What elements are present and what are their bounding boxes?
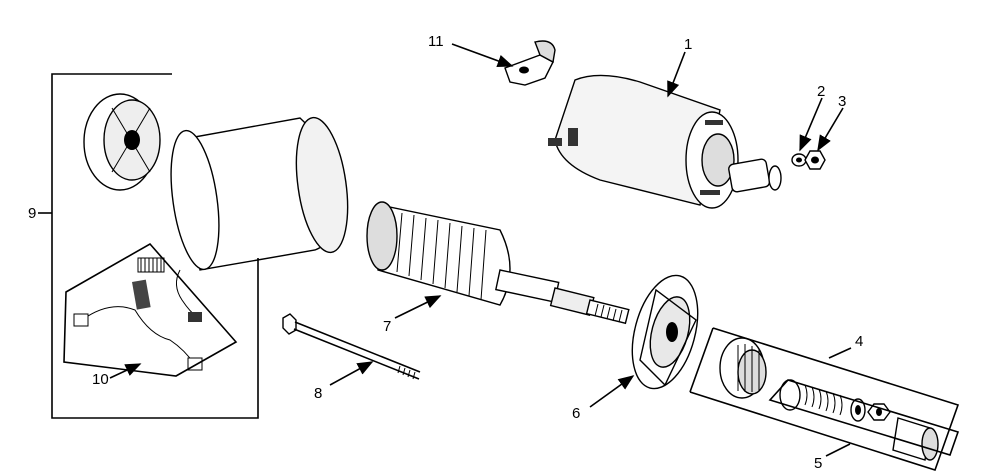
drive-end-plate-part [631,274,699,390]
hex-nut-part [804,150,826,170]
callout-2: 2 [817,83,825,100]
starter-housing-assembly-part [548,74,782,209]
brush-assembly-part [73,257,203,371]
leader-7 [394,295,442,319]
drive-pinion-gear-part [719,337,767,399]
callout-3: 3 [838,93,846,110]
through-bolt-part [282,313,421,380]
leader-10 [109,363,142,379]
leader-5 [825,443,851,457]
callout-7: 7 [383,318,391,335]
leader-3 [817,107,844,152]
group-4-bracket [689,327,960,471]
leader-2 [799,97,823,152]
drive-spring-part [779,379,843,416]
group-5-bracket [768,379,960,456]
callout-9: 9 [28,205,36,222]
leader-4 [828,347,852,359]
group-10-bracket [63,242,238,377]
leader-6 [589,375,635,408]
leader-1 [667,51,686,98]
callout-4: 4 [855,333,863,350]
callout-8: 8 [314,385,322,402]
group-9-bracket [51,73,259,419]
drive-cap-part [892,417,939,461]
callout-5: 5 [814,455,822,472]
clip-bracket-part [504,40,556,86]
leader-11 [451,43,514,68]
callout-11: 11 [428,33,444,50]
leader-8 [329,361,374,386]
armature-part [366,201,630,325]
callout-6: 6 [572,405,580,422]
drive-nut-part [867,403,891,421]
lock-washer-part [791,153,807,167]
end-cap-part [83,93,161,191]
field-frame-cylinder-part [170,116,349,271]
drive-washer-part [850,398,866,422]
callout-10: 10 [92,371,109,388]
callout-1: 1 [684,36,692,53]
